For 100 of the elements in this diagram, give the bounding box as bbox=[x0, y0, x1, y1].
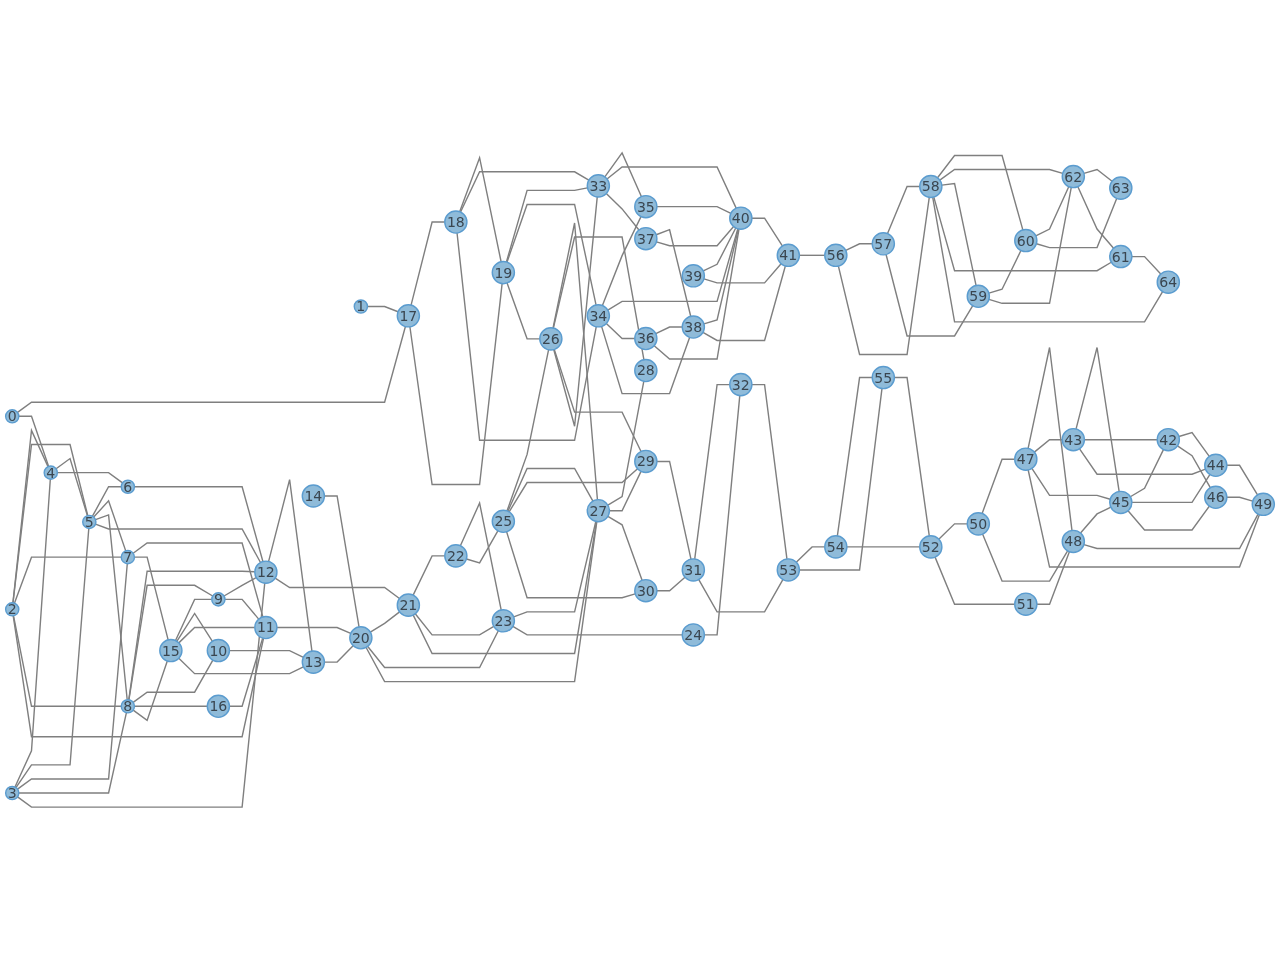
connector bbox=[605, 192, 640, 231]
node-circle: 37 bbox=[634, 226, 658, 251]
connector bbox=[459, 500, 502, 611]
node-circle: 47 bbox=[1014, 447, 1038, 471]
connector bbox=[655, 228, 692, 317]
connector bbox=[655, 225, 735, 247]
connector bbox=[1036, 551, 1071, 605]
connector bbox=[1178, 431, 1210, 458]
node-circle: 33 bbox=[586, 174, 611, 198]
connector bbox=[132, 542, 264, 618]
connector bbox=[885, 253, 974, 337]
connector bbox=[1131, 473, 1211, 504]
connector bbox=[12, 615, 265, 738]
connector bbox=[1079, 506, 1112, 534]
node-circle: 58 bbox=[919, 174, 943, 199]
node-circle: 26 bbox=[539, 327, 563, 351]
connector bbox=[1077, 185, 1115, 249]
connector bbox=[1027, 346, 1073, 532]
connector bbox=[93, 499, 127, 552]
connector bbox=[936, 154, 1024, 231]
connector bbox=[465, 530, 499, 564]
connector bbox=[128, 584, 214, 701]
node-circle: 53 bbox=[776, 558, 801, 582]
connector bbox=[414, 613, 495, 636]
node-circle: 62 bbox=[1061, 164, 1086, 189]
connector bbox=[133, 705, 208, 707]
connector bbox=[553, 196, 598, 427]
connector bbox=[174, 598, 213, 642]
connector bbox=[18, 712, 128, 794]
connector bbox=[1226, 496, 1254, 502]
node-circle: 56 bbox=[824, 243, 848, 268]
connector bbox=[366, 305, 399, 313]
connector bbox=[506, 203, 597, 306]
node-circle: 19 bbox=[491, 260, 516, 285]
node-circle: 38 bbox=[681, 315, 706, 339]
node-circle: 22 bbox=[444, 544, 468, 568]
node-circle: 18 bbox=[444, 210, 468, 234]
node-circle: 13 bbox=[301, 650, 326, 674]
node-circle: 23 bbox=[491, 609, 516, 633]
connector bbox=[845, 243, 873, 252]
connector bbox=[703, 228, 739, 325]
node-circle: 15 bbox=[159, 638, 183, 663]
node-circle: 52 bbox=[919, 535, 943, 559]
node-circle: 42 bbox=[1156, 427, 1181, 452]
connector bbox=[365, 521, 598, 683]
connector bbox=[274, 577, 401, 600]
node-circle: 21 bbox=[396, 593, 421, 617]
connector bbox=[507, 467, 594, 512]
node-circle: 27 bbox=[586, 498, 611, 523]
connector bbox=[16, 582, 266, 808]
node-circle: 9 bbox=[211, 592, 226, 607]
connector bbox=[981, 533, 1069, 582]
node-circle: 2 bbox=[4, 602, 20, 617]
connector bbox=[1075, 346, 1120, 493]
connector bbox=[988, 186, 1072, 305]
connector bbox=[939, 168, 1064, 181]
node-circle: 49 bbox=[1251, 492, 1276, 517]
connector bbox=[656, 576, 686, 592]
connector bbox=[1127, 505, 1210, 531]
connector bbox=[552, 222, 599, 501]
connector bbox=[505, 531, 636, 599]
connector bbox=[14, 478, 51, 788]
node-circle: 39 bbox=[681, 264, 706, 288]
node-circle: 7 bbox=[120, 549, 136, 565]
connector bbox=[1083, 168, 1113, 182]
node-circle: 34 bbox=[586, 304, 611, 328]
connector bbox=[18, 415, 50, 468]
connector bbox=[607, 515, 643, 582]
connector bbox=[132, 660, 168, 722]
connector bbox=[94, 513, 128, 701]
node-circle: 4 bbox=[43, 465, 59, 480]
connector bbox=[702, 265, 787, 342]
connector bbox=[703, 263, 782, 284]
connector bbox=[459, 171, 590, 213]
connector bbox=[606, 166, 737, 209]
node-circle: 46 bbox=[1204, 485, 1228, 510]
connector bbox=[653, 228, 740, 360]
connector bbox=[553, 348, 642, 453]
node-circle: 41 bbox=[776, 243, 801, 268]
connector bbox=[56, 471, 124, 484]
node-circle: 35 bbox=[634, 194, 658, 219]
node-circle: 14 bbox=[301, 484, 326, 508]
node-circle: 25 bbox=[491, 509, 516, 534]
connector bbox=[751, 383, 788, 560]
node-circle: 36 bbox=[634, 326, 658, 351]
node-circle: 16 bbox=[206, 694, 231, 719]
connector bbox=[702, 227, 737, 272]
connector bbox=[16, 325, 407, 414]
connector bbox=[12, 615, 122, 707]
node-circle: 57 bbox=[871, 232, 896, 256]
connector bbox=[1033, 438, 1063, 453]
connector bbox=[1035, 185, 1070, 237]
connector bbox=[133, 556, 169, 641]
connector bbox=[836, 376, 873, 537]
connector bbox=[276, 626, 352, 635]
node-circle: 61 bbox=[1109, 244, 1133, 269]
node-circle: 24 bbox=[681, 623, 706, 647]
connector bbox=[1176, 445, 1211, 489]
connector bbox=[1131, 255, 1162, 275]
connector bbox=[369, 611, 401, 633]
